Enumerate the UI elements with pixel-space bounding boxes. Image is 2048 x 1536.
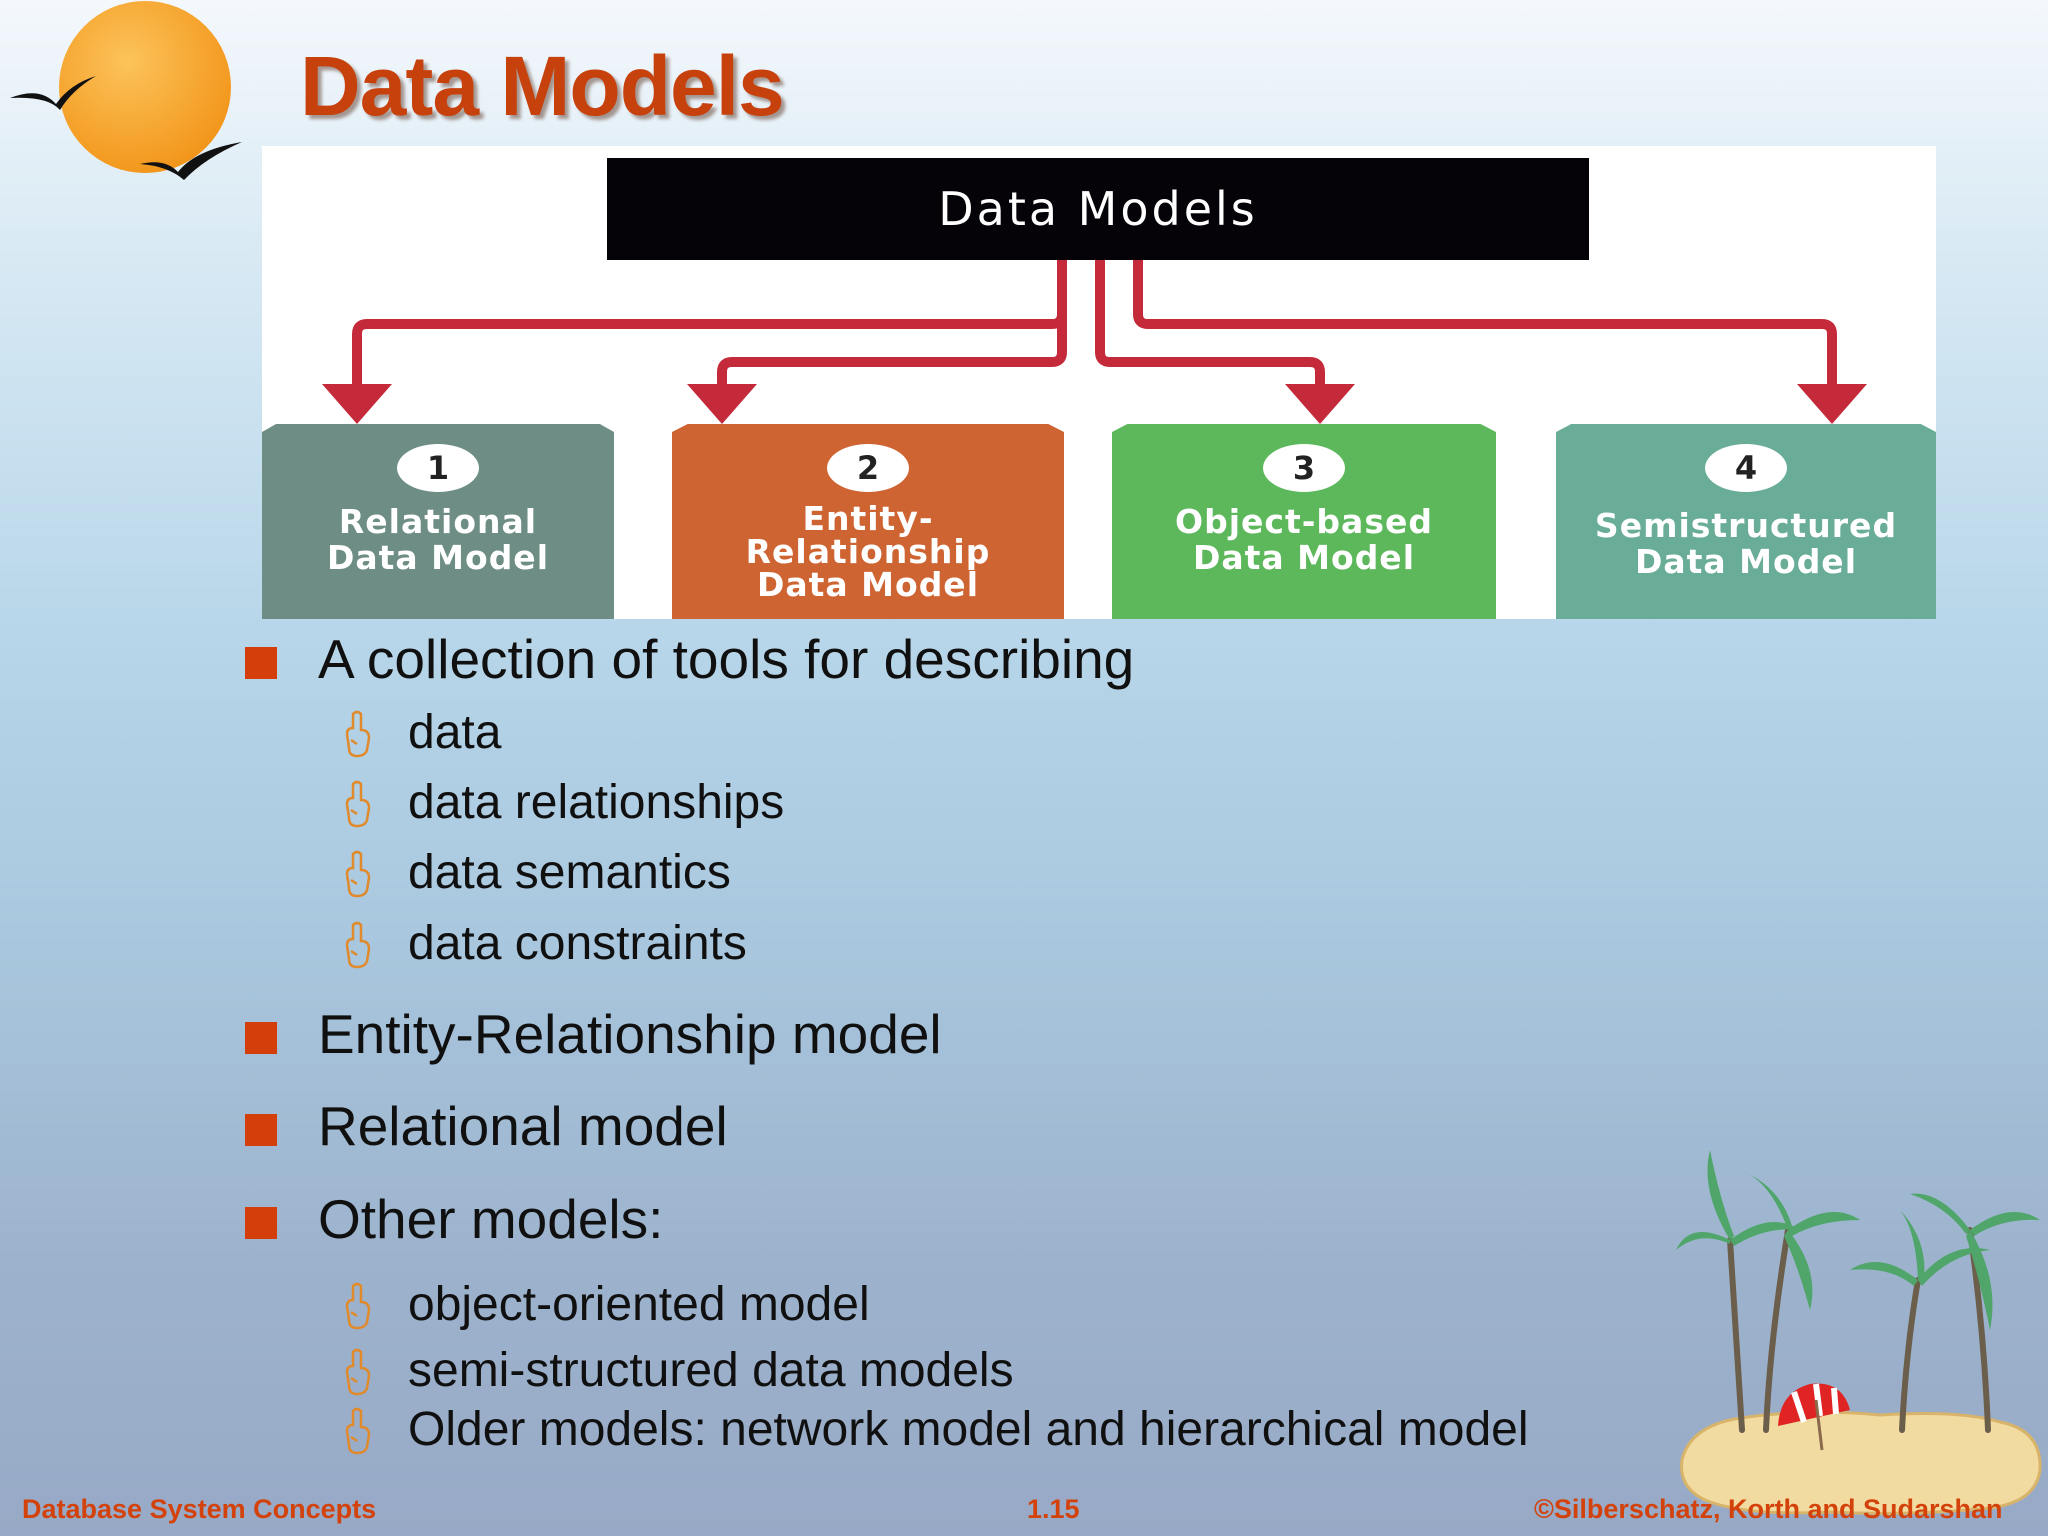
pointing-hand-icon — [345, 1282, 371, 1330]
model-label: Relational Data Model — [326, 502, 550, 577]
pointing-hand-icon — [345, 780, 371, 828]
sub-bullet-text: semi-structured data models — [408, 1344, 1014, 1397]
model-number: 4 — [1705, 444, 1787, 492]
model-label: Semistructured Data Model — [1594, 506, 1898, 581]
model-label: Entity- Relationship Data Model — [745, 499, 991, 604]
sub-bullet-text: object-oriented model — [408, 1278, 870, 1331]
model-number: 1 — [397, 444, 479, 492]
sub-bullet-text: data constraints — [408, 917, 747, 970]
sub-bullet-text: data — [408, 706, 502, 759]
pointing-hand-icon — [345, 850, 371, 898]
square-bullet-icon — [245, 1207, 277, 1239]
model-box-object-based: 3 Object-based Data Model — [1112, 424, 1496, 619]
sub-bullet-text: data semantics — [408, 846, 731, 899]
model-number: 3 — [1263, 444, 1345, 492]
bullet-text: A collection of tools for describing — [318, 628, 1135, 690]
footer-page-number: 1.15 — [1027, 1494, 1080, 1524]
bullet-text: Other models: — [318, 1188, 664, 1250]
footer-copyright: ©Silberschatz, Korth and Sudarshan — [1534, 1494, 2003, 1524]
footer-course-title: Database System Concepts — [22, 1494, 377, 1524]
square-bullet-icon — [245, 1114, 277, 1146]
palm-island-icon — [1676, 1150, 2042, 1515]
sub-bullet-text: data relationships — [408, 776, 785, 829]
square-bullet-icon — [245, 647, 277, 679]
diagram-arrows — [322, 258, 1867, 424]
sub-bullet-text: Older models: network model and hierarch… — [408, 1403, 1529, 1456]
data-models-diagram: Data Models 1 Relational Data Model 2 En… — [262, 146, 1936, 619]
sun-with-birds-icon — [10, 1, 242, 180]
pointing-hand-icon — [345, 921, 371, 969]
pointing-hand-icon — [345, 1407, 371, 1455]
square-bullet-icon — [245, 1022, 277, 1054]
pointing-hand-icon — [345, 1348, 371, 1396]
model-number: 2 — [827, 444, 909, 492]
bullet-text: Relational model — [318, 1095, 728, 1157]
model-label: Object-based Data Model — [1175, 502, 1433, 577]
model-box-relational: 1 Relational Data Model — [262, 424, 614, 619]
slide-title: Data Models — [300, 39, 785, 133]
model-box-entity-relationship: 2 Entity- Relationship Data Model — [672, 424, 1064, 619]
diagram-header: Data Models — [607, 158, 1589, 260]
pointing-hand-icon — [345, 710, 371, 758]
model-box-semistructured: 4 Semistructured Data Model — [1556, 424, 1936, 619]
bullet-text: Entity-Relationship model — [318, 1003, 942, 1065]
